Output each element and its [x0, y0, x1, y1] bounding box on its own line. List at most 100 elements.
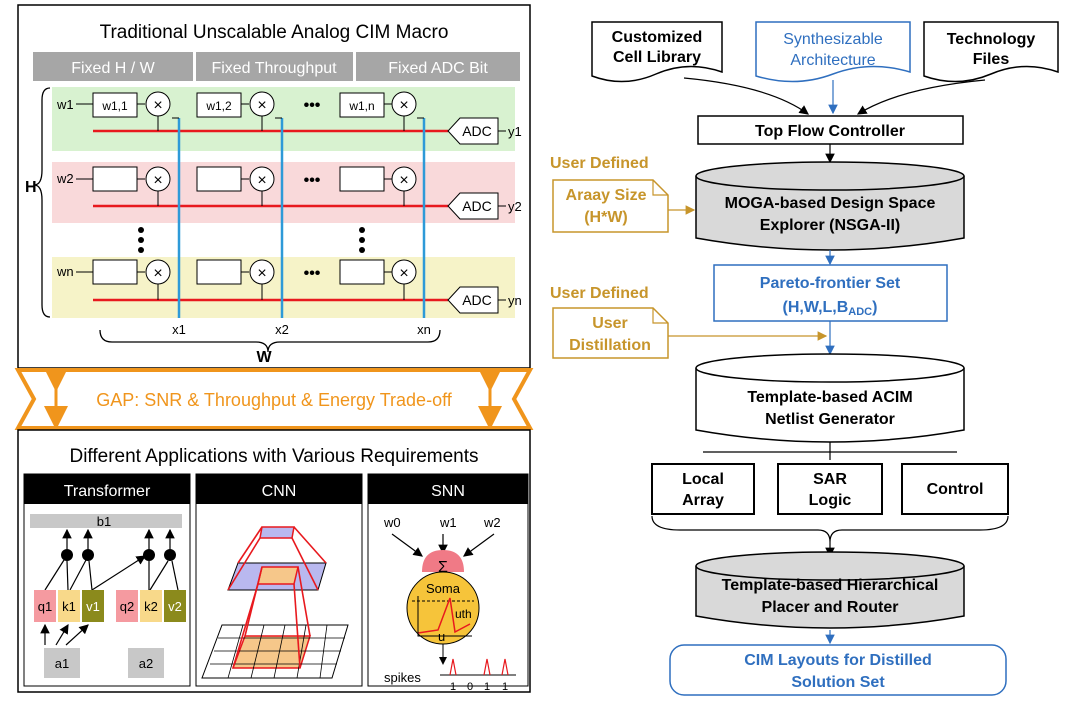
weight-1-n-label: w1,n — [348, 99, 374, 113]
row-n-w: wn — [56, 264, 74, 279]
cnn-title: CNN — [262, 483, 297, 500]
module-sar-logic — [777, 463, 883, 515]
weight-cell-2-2 — [196, 166, 242, 192]
distill-line1: User — [592, 315, 628, 332]
mult-1-1: × — [153, 97, 162, 114]
mult-2-n: × — [399, 172, 408, 189]
v2-box — [164, 590, 186, 622]
x1-label: x1 — [172, 322, 186, 337]
weight-cell-1-1 — [92, 92, 138, 118]
array-size-line1: Araay Size — [566, 187, 647, 204]
input-doc-cell-library — [591, 21, 723, 83]
placer-line2: Placer and Router — [762, 599, 899, 616]
weight-cell-2-1 — [92, 166, 138, 192]
placer-line1: Template-based Hierarchical — [722, 577, 939, 594]
u-label: u — [438, 629, 445, 644]
input-doc-architecture — [755, 21, 911, 83]
pareto-frontier-set — [713, 264, 948, 322]
adc-n-label: ADC — [462, 292, 492, 308]
weight-1-1-label: w1,1 — [101, 99, 128, 113]
transformer-title: Transformer — [64, 483, 151, 500]
uth-label: uth — [455, 607, 472, 621]
module-control — [901, 463, 1009, 515]
header-fixed-hw — [33, 52, 193, 81]
distill-line2: Distillation — [569, 337, 651, 354]
array-size-line2: (H*W) — [584, 209, 628, 226]
user-defined-2: User Defined — [550, 285, 649, 302]
soma-label: Soma — [426, 581, 461, 596]
gap-banner: GAP: SNR & Throughput & Energy Trade-off — [14, 368, 534, 430]
xn-label: xn — [417, 322, 431, 337]
moga-explorer: MOGA-based Design Space Explorer (NSGA-I… — [695, 161, 965, 251]
q2-box — [116, 590, 138, 622]
row-2-w: w2 — [56, 171, 74, 186]
y1-label: y1 — [508, 124, 522, 139]
input-1-line2: Cell Library — [613, 49, 701, 66]
netlist-generator: Template-based ACIM Netlist Generator — [695, 353, 965, 443]
b1-label: b1 — [97, 514, 111, 529]
q2-label: q2 — [120, 599, 134, 614]
a2-label: a2 — [139, 656, 153, 671]
macro-title: Traditional Unscalable Analog CIM Macro — [100, 22, 449, 43]
a2-box — [128, 648, 164, 678]
input-doc-technology — [923, 21, 1059, 83]
a1-label: a1 — [55, 656, 69, 671]
modules-brace — [651, 515, 1009, 543]
applications-panel: Different Applications with Various Requ… — [17, 429, 531, 693]
input-3-line1: Technology — [947, 31, 1036, 48]
k1-label: k1 — [62, 599, 76, 614]
w-label: W — [256, 349, 272, 366]
v1-label: v1 — [86, 599, 100, 614]
netlist-line1: Template-based ACIM — [747, 389, 912, 406]
x2-label: x2 — [275, 322, 289, 337]
mult-2-1: × — [153, 172, 162, 189]
input-1-line1: Customized — [612, 29, 703, 46]
dots-row-n: ••• — [304, 265, 321, 282]
vertical-dots-1 — [138, 227, 144, 253]
b1-bar — [30, 514, 182, 528]
output-line1: CIM Layouts for Distilled — [744, 652, 932, 669]
row-1-w: w1 — [56, 97, 74, 112]
header-text-1: Fixed H / W — [71, 60, 155, 77]
k1-box — [58, 590, 80, 622]
w0-label: w0 — [383, 515, 401, 530]
header-fixed-throughput — [196, 52, 353, 81]
dots-row-1: ••• — [304, 97, 321, 114]
module-3-line1: Control — [927, 481, 984, 498]
module-local-array — [651, 463, 755, 515]
mult-n-n: × — [399, 265, 408, 282]
h-label: H — [25, 179, 37, 196]
mult-1-n: × — [399, 97, 408, 114]
q1-box — [34, 590, 56, 622]
apps-title: Different Applications with Various Requ… — [69, 446, 478, 467]
user-defined-1: User Defined — [550, 155, 649, 172]
v2-label: v2 — [168, 599, 182, 614]
a1-box — [44, 648, 80, 678]
y2-label: y2 — [508, 199, 522, 214]
moga-line2: Explorer (NSGA-II) — [760, 217, 900, 234]
gap-text: GAP: SNR & Throughput & Energy Trade-off — [96, 390, 453, 410]
sigma-node — [422, 550, 464, 572]
mult-1-2: × — [257, 97, 266, 114]
weight-cell-n-1 — [92, 259, 138, 285]
header-text-3: Fixed ADC Bit — [388, 60, 488, 77]
input-2-line1: Synthesizable — [783, 31, 883, 48]
weight-cell-1-2 — [196, 92, 242, 118]
header-fixed-adc — [356, 52, 520, 81]
pareto-line2: (H,W,L,BADC) — [783, 299, 878, 318]
module-2-line2: Logic — [809, 492, 852, 509]
header-text-2: Fixed Throughput — [211, 60, 337, 77]
moga-line1: MOGA-based Design Space — [725, 195, 936, 212]
bit-4: 1 — [502, 681, 508, 693]
netlist-line2: Netlist Generator — [765, 411, 895, 428]
array-size-doc — [552, 179, 669, 233]
top-flow-controller — [697, 115, 964, 145]
weight-cell-n-n — [339, 259, 385, 285]
snn-w2-label: w2 — [483, 515, 501, 530]
pareto-line1: Pareto-frontier Set — [760, 275, 901, 292]
bit-3: 1 — [484, 681, 490, 693]
v1-box — [82, 590, 104, 622]
input-2-line2: Architecture — [790, 52, 875, 69]
output-cim-layouts — [669, 644, 1007, 696]
